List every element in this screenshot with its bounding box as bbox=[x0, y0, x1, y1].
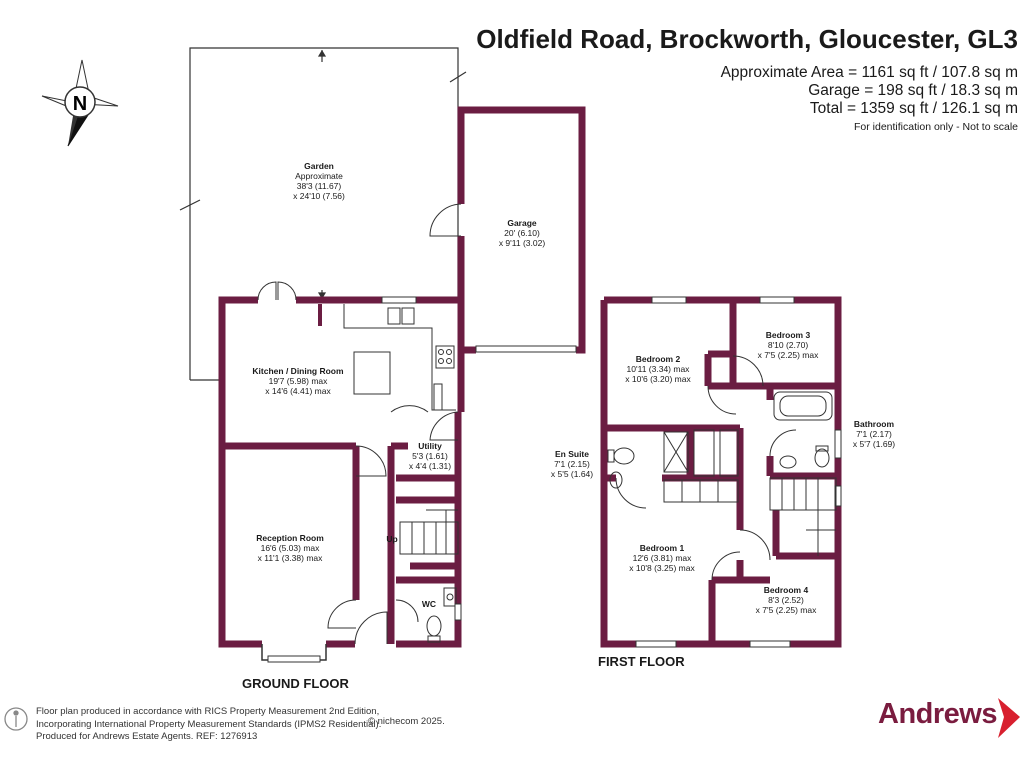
compass-icon: N bbox=[41, 59, 119, 147]
bedroom-4-line-1: 8'3 (2.52) bbox=[768, 595, 804, 605]
bathroom-line-2: x 5'7 (1.69) bbox=[853, 439, 895, 449]
compass-letter: N bbox=[73, 93, 87, 115]
total-area: Total = 1359 sq ft / 126.1 sq m bbox=[809, 100, 1018, 117]
bedroom-1-line-1: 12'6 (3.81) max bbox=[633, 553, 693, 563]
first-floor-label: FIRST FLOOR bbox=[598, 654, 685, 669]
bathroom-name: Bathroom bbox=[854, 419, 895, 429]
garage-name: Garage bbox=[507, 218, 537, 228]
wc-name: WC bbox=[422, 599, 436, 609]
utility-line-1: 5'3 (1.61) bbox=[412, 451, 448, 461]
bedroom-3-line-1: 8'10 (2.70) bbox=[768, 340, 809, 350]
garage-area: Garage = 198 sq ft / 18.3 sq m bbox=[808, 82, 1018, 99]
andrews-logo-arrow-icon bbox=[998, 698, 1020, 738]
garden-name: Garden bbox=[304, 161, 334, 171]
kitchen-line-2: x 14'6 (4.41) max bbox=[265, 386, 331, 396]
en-suite-line-1: 7'1 (2.15) bbox=[554, 459, 590, 469]
kitchen-name: Kitchen / Dining Room bbox=[252, 366, 344, 376]
garage-line-1: 20' (6.10) bbox=[504, 228, 540, 238]
andrews-logo: Andrews bbox=[878, 698, 997, 730]
bedroom-2-name: Bedroom 2 bbox=[636, 354, 681, 364]
garage-line-2: x 9'11 (3.02) bbox=[499, 238, 546, 248]
en-suite-line-2: x 5'5 (1.64) bbox=[551, 469, 593, 479]
garden-line-2: 38'3 (11.67) bbox=[297, 181, 342, 191]
footer-notes: Floor plan produced in accordance with R… bbox=[36, 706, 381, 744]
bedroom-2-line-2: x 10'6 (3.20) max bbox=[625, 374, 691, 384]
bedroom-2-line-1: 10'11 (3.34) max bbox=[627, 364, 691, 374]
garden-line-3: x 24'10 (7.56) bbox=[293, 191, 345, 201]
bedroom-1-line-2: x 10'8 (3.25) max bbox=[629, 563, 695, 573]
bathroom-line-1: 7'1 (2.17) bbox=[856, 429, 892, 439]
reception-line-1: 16'6 (5.03) max bbox=[261, 543, 321, 553]
en-suite-name: En Suite bbox=[555, 449, 589, 459]
bedroom-1-name: Bedroom 1 bbox=[640, 543, 685, 553]
reception-name: Reception Room bbox=[256, 533, 324, 543]
ground-floor-label: GROUND FLOOR bbox=[242, 676, 349, 691]
accessibility-person-icon bbox=[4, 707, 28, 731]
ground-floor-walls bbox=[218, 296, 462, 648]
copyright-text: © nichecom 2025. bbox=[368, 716, 445, 727]
kitchen-line-1: 19'7 (5.98) max bbox=[269, 376, 329, 386]
bedroom-4-line-2: x 7'5 (2.25) max bbox=[756, 605, 817, 615]
approximate-area: Approximate Area = 1161 sq ft / 107.8 sq… bbox=[720, 64, 1018, 81]
footer-line-3: Produced for Andrews Estate Agents. REF:… bbox=[36, 731, 258, 742]
property-address-title: Oldfield Road, Brockworth, Gloucester, G… bbox=[476, 24, 1018, 54]
bedroom-3-line-2: x 7'5 (2.25) max bbox=[758, 350, 819, 360]
footer-line-2: Incorporating International Property Mea… bbox=[36, 718, 382, 730]
ground-floor-fixtures bbox=[257, 203, 577, 663]
garden-line-1: Approximate bbox=[295, 171, 343, 181]
bedroom-3-name: Bedroom 3 bbox=[766, 330, 811, 340]
utility-line-2: x 4'4 (1.31) bbox=[409, 461, 451, 471]
reception-line-2: x 11'1 (3.38) max bbox=[258, 553, 324, 563]
garage-walls bbox=[457, 106, 586, 412]
identification-note: For identification only - Not to scale bbox=[854, 121, 1018, 133]
footer-line-1: Floor plan produced in accordance with R… bbox=[36, 706, 380, 717]
utility-name: Utility bbox=[418, 441, 442, 451]
first-floor-fixtures bbox=[607, 296, 842, 648]
bedroom-4-name: Bedroom 4 bbox=[764, 585, 809, 595]
stairs-up-label: Up bbox=[386, 534, 397, 544]
